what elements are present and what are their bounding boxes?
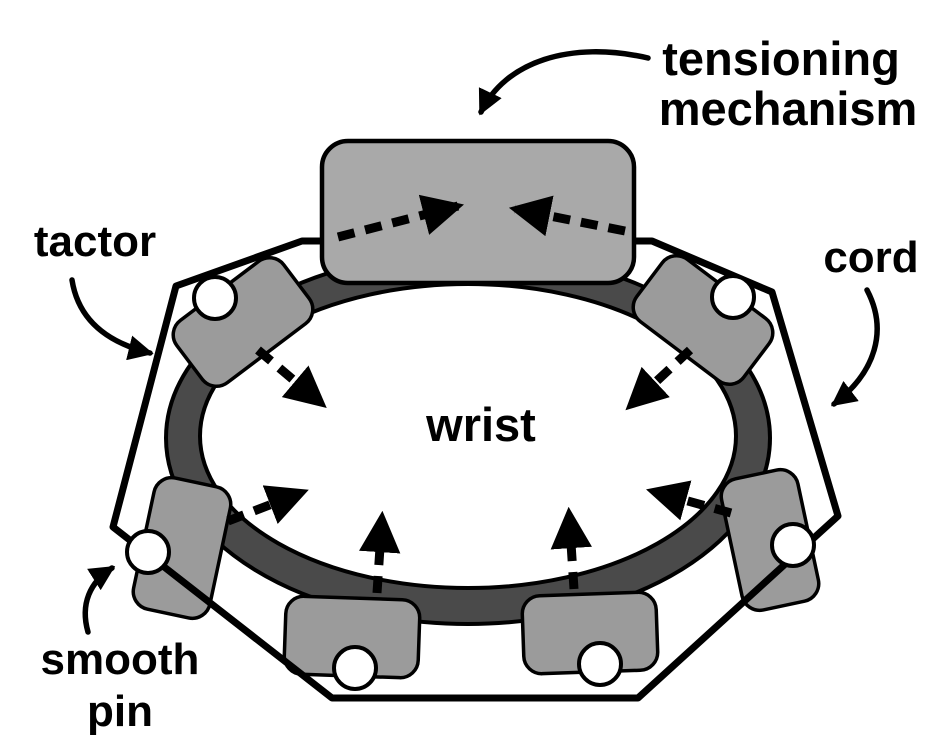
label-wrist: wrist bbox=[425, 398, 536, 451]
tactors bbox=[131, 253, 821, 680]
label-tensioning-line2: mechanism bbox=[659, 82, 918, 135]
pressure-arrow-left-icon bbox=[226, 485, 309, 526]
arrow-to-tensioning-mechanism-icon bbox=[478, 49, 651, 116]
pressure-arrow-bottom-left-icon bbox=[359, 510, 401, 594]
label-cord: cord bbox=[823, 233, 918, 282]
pressure-arrow-top-left-icon bbox=[255, 346, 327, 409]
smooth-pins bbox=[125, 274, 816, 691]
leader-arrows bbox=[69, 49, 880, 635]
arrow-to-tactor-icon bbox=[69, 277, 154, 361]
pressure-arrows bbox=[226, 194, 733, 594]
smooth-pin-bottom-right bbox=[577, 641, 623, 687]
pressure-arrow-right-icon bbox=[646, 480, 733, 521]
arrow-to-smooth-pin-icon bbox=[82, 565, 116, 635]
wrist-band bbox=[164, 250, 772, 626]
smooth-pin-top-left bbox=[192, 275, 238, 321]
tension-arrow-left-icon bbox=[336, 194, 465, 242]
pressure-arrow-bottom-right-icon bbox=[550, 506, 592, 590]
tension-arrow-right-icon bbox=[508, 195, 626, 237]
labels: tensioning mechanism tactor cord wrist s… bbox=[34, 32, 919, 736]
label-tactor: tactor bbox=[34, 217, 156, 266]
smooth-pin-right bbox=[770, 522, 816, 568]
smooth-pin-left bbox=[125, 529, 171, 575]
label-smooth-pin-line2: pin bbox=[87, 687, 153, 736]
smooth-pin-top-right bbox=[710, 274, 756, 320]
cord-outline bbox=[109, 237, 842, 702]
label-smooth-pin-line1: smooth bbox=[41, 635, 200, 684]
arrow-to-cord-icon bbox=[830, 287, 880, 407]
smooth-pin-bottom-left bbox=[332, 645, 378, 691]
pressure-arrow-top-right-icon bbox=[625, 346, 694, 411]
tensioning-mechanism-box bbox=[319, 138, 637, 286]
label-tensioning-line1: tensioning bbox=[662, 32, 900, 85]
